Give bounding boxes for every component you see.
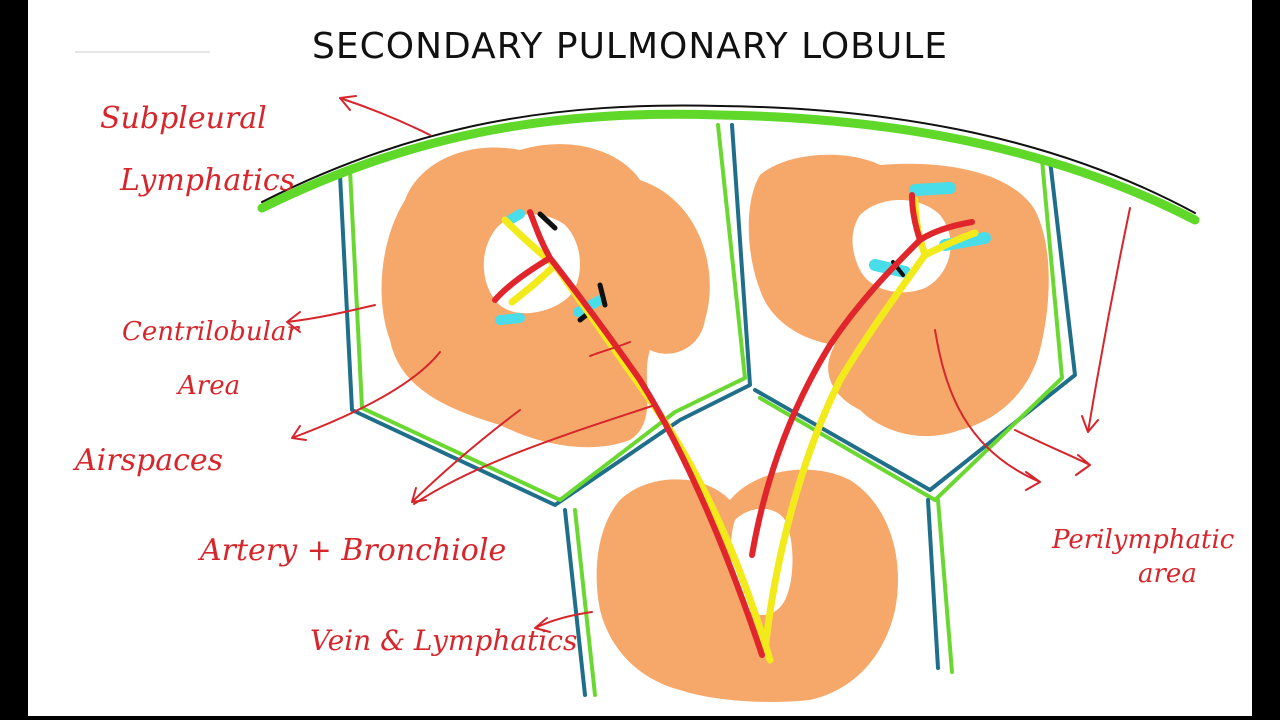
label-subpleural-line2: Lymphatics: [119, 163, 295, 198]
septum-left-lobule-green: [348, 123, 747, 502]
septum-bottom-right-green: [936, 498, 954, 674]
septum-bottom-left-green: [573, 508, 597, 697]
arrow-subpleural: [339, 95, 431, 136]
label-centrilobular-line2: Area: [176, 371, 240, 401]
pleura-green-band: [257, 109, 1200, 225]
label-airspaces: Airspaces: [72, 443, 223, 478]
septum-right-lobule-green: [758, 158, 1064, 502]
arrow-artery-2: [413, 404, 656, 505]
pleura: [257, 104, 1200, 225]
arrow-vein: [534, 611, 593, 633]
annotation-arrows: [286, 95, 1131, 633]
label-artery-bronchiole: Artery + Bronchiole: [197, 533, 506, 568]
arrow-airspaces: [291, 351, 441, 441]
arrow-perilymphatic-1: [934, 329, 1041, 491]
septum-bottom-left: [563, 508, 587, 697]
label-perilymphatic-line2: area: [1138, 559, 1197, 589]
arrow-perilymphatic-2: [1014, 429, 1091, 476]
artery-right: [749, 192, 975, 558]
label-vein-lymphatics: Vein & Lymphatics: [310, 624, 577, 657]
diagram-title: SECONDARY PULMONARY LOBULE: [312, 26, 948, 67]
bronchovascular-bundles: [492, 182, 991, 664]
arrow-airspace-tick: [589, 341, 631, 357]
arrow-perilymphatic-3: [1081, 207, 1131, 433]
pleura-outline: [261, 104, 1196, 214]
artery-left: [492, 209, 765, 658]
label-subpleural-line1: Subpleural: [100, 101, 267, 136]
label-centrilobular-line1: Centrilobular: [122, 317, 300, 347]
septum-left-lobule-blue: [338, 123, 752, 507]
label-perilymphatic-line1: Perilymphatic: [1051, 525, 1235, 555]
arrow-centrilobular: [286, 304, 376, 333]
septum-bottom-right: [926, 498, 940, 670]
interlobular-septa: [338, 123, 1077, 697]
